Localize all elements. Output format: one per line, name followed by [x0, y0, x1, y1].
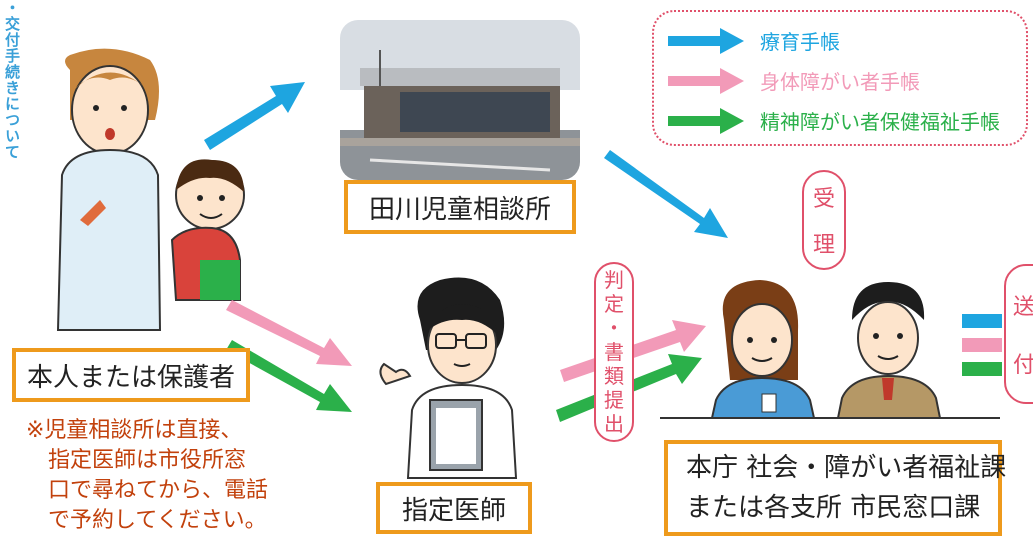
office-line-1: 本庁 社会・障がい者福祉課: [686, 453, 1007, 483]
side-heading: ・交付手続きについて: [3, 0, 21, 160]
receipt-char: 受: [812, 187, 835, 212]
note: ※児童相談所は直接、 指定医師は市役所窓 口で尋ねてから、電話 で予約してくださ…: [26, 416, 268, 536]
office-box: 本庁 社会・障がい者福祉課 または各支所 市民窓口課: [664, 440, 1006, 536]
pink-arrow-icon: [668, 67, 744, 94]
green-arrow-icon: [668, 107, 744, 134]
note-line: ※児童相談所は直接、: [26, 418, 243, 443]
legend-label: 療育手帳: [760, 30, 840, 54]
child-center-box: 田川児童相談所: [344, 180, 576, 234]
note-line: で予約してください。: [48, 508, 267, 533]
note-line: 口で尋ねてから、電話: [48, 478, 269, 503]
send-tab-green: [962, 362, 1002, 376]
send-tab-pink: [962, 338, 1002, 352]
note-line: 指定医師は市役所窓: [48, 448, 247, 473]
judgment-char: ・: [604, 316, 624, 340]
staff-illustration: [660, 280, 1000, 419]
judgment-char: 出: [604, 412, 624, 436]
legend-label: 身体障がい者手帳: [760, 70, 920, 94]
judgment-char: 書: [604, 340, 624, 364]
receipt-label: 受 理: [802, 170, 846, 270]
send-char: 付: [1012, 353, 1033, 378]
legend-item-shintai: 身体障がい者手帳: [668, 66, 920, 95]
doctor-illustration: [379, 277, 518, 479]
legend-item-seishin: 精神障がい者保健福祉手帳: [668, 106, 1000, 135]
send-tab-blue: [962, 314, 1002, 328]
judgment-char: 類: [604, 364, 624, 388]
applicant-illustration: [56, 48, 245, 331]
office-line-2: または各支所 市民窓口課: [686, 493, 981, 523]
applicant-box: 本人または保護者: [12, 348, 250, 402]
send-label: 送 付: [1004, 264, 1033, 404]
blue-arrow-icon: [668, 27, 744, 54]
legend-label: 精神障がい者保健福祉手帳: [760, 110, 1000, 134]
doctor-box: 指定医師: [376, 482, 532, 534]
judgment-char: 提: [604, 388, 624, 412]
building-image: [340, 20, 580, 180]
judgment-char: 判: [604, 268, 624, 292]
child-center-photo: [340, 20, 580, 180]
legend-item-ryoiku: 療育手帳: [668, 26, 840, 55]
legend: 療育手帳 身体障がい者手帳 精神障がい者保健福祉手帳: [652, 10, 1028, 146]
send-char: 送: [1012, 295, 1033, 320]
judgment-label: 判 定 ・ 書 類 提 出: [594, 262, 634, 442]
judgment-char: 定: [604, 292, 624, 316]
receipt-char: 理: [812, 233, 835, 258]
